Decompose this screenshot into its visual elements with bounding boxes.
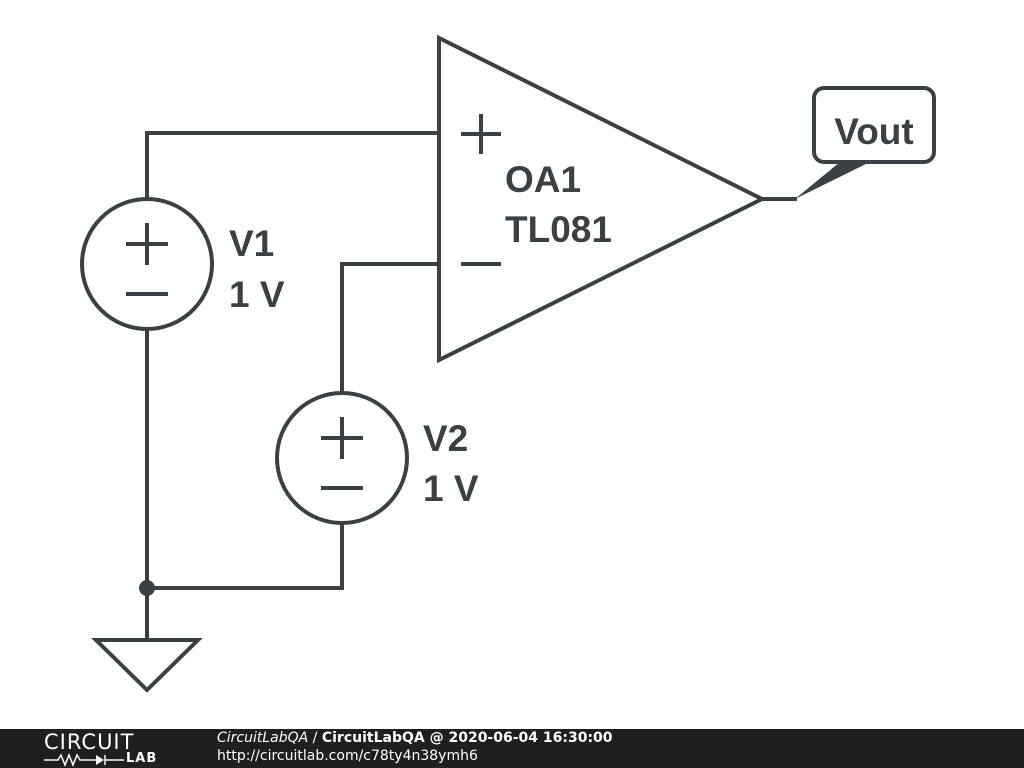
wire-v2-to-minus-input — [340, 262, 441, 394]
v2-circle — [275, 391, 409, 525]
footer-user-link[interactable]: CircuitLabQA — [217, 730, 309, 746]
logo-text-circuit: CIRCUIT — [44, 730, 135, 754]
wire-v1-to-plus-input — [145, 131, 441, 200]
resistor-diode-icon — [44, 753, 124, 767]
footer-separator: / — [308, 730, 322, 746]
opamp-model-label: TL081 — [505, 209, 612, 250]
v2-value-label: 1 V — [423, 468, 479, 509]
opamp-name-label: OA1 — [505, 159, 581, 200]
voltage-source-v2: V2 1 V — [275, 391, 479, 525]
logo-text-lab: LAB — [126, 751, 158, 766]
footer-bar: CIRCUIT LAB CircuitLabQA / CircuitLabQA … — [0, 729, 1024, 768]
vout-label-pointer — [795, 162, 870, 199]
v1-circle — [80, 197, 214, 331]
v1-name-label: V1 — [229, 223, 274, 264]
footer-url[interactable]: http://circuitlab.com/c78ty4n38ymh6 — [217, 748, 478, 764]
circuitlab-logo[interactable]: CIRCUIT LAB — [40, 730, 180, 767]
opamp-triangle — [437, 34, 767, 364]
net-label-vout[interactable]: Vout — [795, 86, 936, 199]
v1-value-label: 1 V — [229, 274, 285, 315]
wire-v2-to-junction — [145, 522, 344, 590]
schematic-diagram: OA1 TL081 V1 1 V V2 1 V Vout — [80, 34, 936, 693]
footer-circuit-title[interactable]: CircuitLabQA @ 2020-06-04 16:30:00 — [321, 730, 613, 746]
ground-icon — [91, 638, 203, 693]
footer-title-line: CircuitLabQA / CircuitLabQA @ 2020-06-04… — [217, 730, 613, 746]
vout-label-text: Vout — [834, 111, 913, 152]
v2-name-label: V2 — [423, 418, 468, 459]
vout-label-box — [812, 86, 936, 164]
opamp-oa1: OA1 TL081 — [437, 34, 767, 364]
junction-dot — [139, 580, 155, 596]
wires — [145, 131, 797, 640]
voltage-source-v1: V1 1 V — [80, 197, 285, 331]
